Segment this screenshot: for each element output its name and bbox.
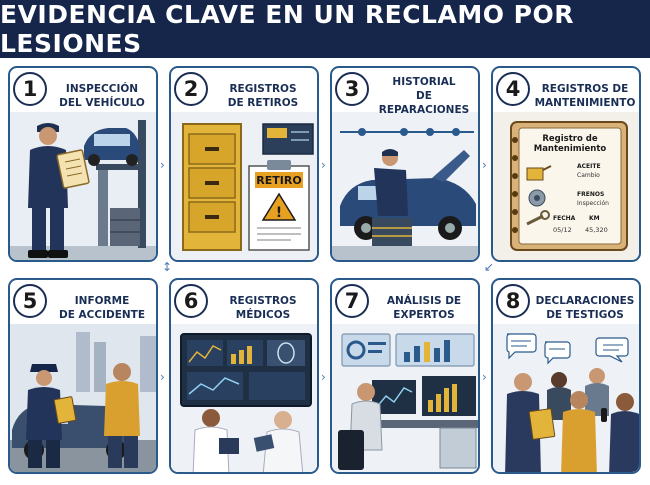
panel-witness-statements: 8 DECLARACIONES DE TESTIGOS bbox=[491, 278, 641, 474]
arrow-right-icon: › bbox=[160, 158, 165, 172]
panel-title: REGISTROS MÉDICOS bbox=[229, 295, 297, 321]
step-number: 2 bbox=[174, 72, 208, 106]
panel-title: HISTORIAL DE REPARACIONES bbox=[378, 76, 470, 116]
recall-sign-label: RETIRO bbox=[256, 174, 301, 187]
accident-report-illustration bbox=[10, 324, 156, 472]
panel-title: ANÁLISIS DE EXPERTOS bbox=[386, 295, 462, 321]
step-number: 6 bbox=[174, 284, 208, 318]
panel-repair-history: 3 HISTORIAL DE REPARACIONES bbox=[330, 66, 480, 262]
arrow-right-icon: › bbox=[160, 370, 165, 384]
panel-expert-analysis: 7 ANÁLISIS DE EXPERTOS bbox=[330, 278, 480, 474]
panel-vehicle-inspection: 1 INSPECCIÓN DEL VEHÍCULO bbox=[8, 66, 158, 262]
arrow-right-icon: › bbox=[321, 370, 326, 384]
panel-medical-records: 6 REGISTROS MÉDICOS bbox=[169, 278, 319, 474]
km-label: KM bbox=[589, 215, 600, 222]
arrow-right-icon: › bbox=[482, 370, 487, 384]
panel-title: INFORME DE ACCIDENTE bbox=[59, 295, 145, 321]
expert-analysis-illustration bbox=[332, 324, 478, 472]
witness-statements-illustration bbox=[493, 324, 639, 472]
date-label: FECHA bbox=[553, 215, 576, 222]
arrow-right-icon: › bbox=[482, 158, 487, 172]
brakes-label: FRENOS bbox=[577, 191, 604, 198]
panel-title: DECLARACIONES DE TESTIGOS bbox=[535, 295, 635, 321]
step-number: 7 bbox=[335, 284, 369, 318]
repair-history-illustration bbox=[332, 112, 478, 260]
log-heading-line1: Registro de bbox=[542, 134, 598, 144]
recall-records-illustration: RETIRO ! bbox=[171, 112, 317, 260]
svg-text:!: ! bbox=[276, 205, 282, 221]
step-number: 3 bbox=[335, 72, 369, 106]
panel-title: REGISTROS DE MANTENIMIENTO bbox=[534, 83, 636, 109]
panel-title: REGISTROS DE RETIROS bbox=[227, 83, 299, 109]
step-number: 8 bbox=[496, 284, 530, 318]
step-number: 4 bbox=[496, 72, 530, 106]
date-value: 05/12 bbox=[553, 226, 572, 234]
panel-title: INSPECCIÓN DEL VEHÍCULO bbox=[59, 83, 145, 109]
oil-label: ACEITE bbox=[577, 163, 601, 170]
page-title: EVIDENCIA CLAVE EN UN RECLAMO POR LESION… bbox=[0, 0, 574, 58]
arrow-right-icon: › bbox=[321, 158, 326, 172]
medical-records-illustration bbox=[171, 324, 317, 472]
diagonal-arrow-icon: ↙ bbox=[484, 260, 495, 274]
panel-accident-report: 5 INFORME DE ACCIDENTE bbox=[8, 278, 158, 474]
oil-sub: Cambio bbox=[577, 172, 600, 179]
log-heading-line2: Mantenimiento bbox=[534, 144, 607, 154]
evidence-grid: 1 INSPECCIÓN DEL VEHÍCULO bbox=[8, 66, 642, 479]
panel-maintenance-records: 4 REGISTROS DE MANTENIMIENTO Registro de… bbox=[491, 66, 641, 262]
brakes-sub: Inspección bbox=[577, 200, 609, 207]
diagonal-arrow-icon: ↕ bbox=[162, 260, 173, 274]
km-value: 45,320 bbox=[585, 226, 608, 234]
panel-recall-records: 2 REGISTROS DE RETIROS RETIRO ! bbox=[169, 66, 319, 262]
vehicle-inspection-illustration bbox=[10, 112, 156, 260]
page-header: EVIDENCIA CLAVE EN UN RECLAMO POR LESION… bbox=[0, 0, 650, 58]
step-number: 5 bbox=[13, 284, 47, 318]
step-number: 1 bbox=[13, 72, 47, 106]
maintenance-log-illustration: Registro de Mantenimiento ACEITE Cambio … bbox=[493, 112, 639, 260]
